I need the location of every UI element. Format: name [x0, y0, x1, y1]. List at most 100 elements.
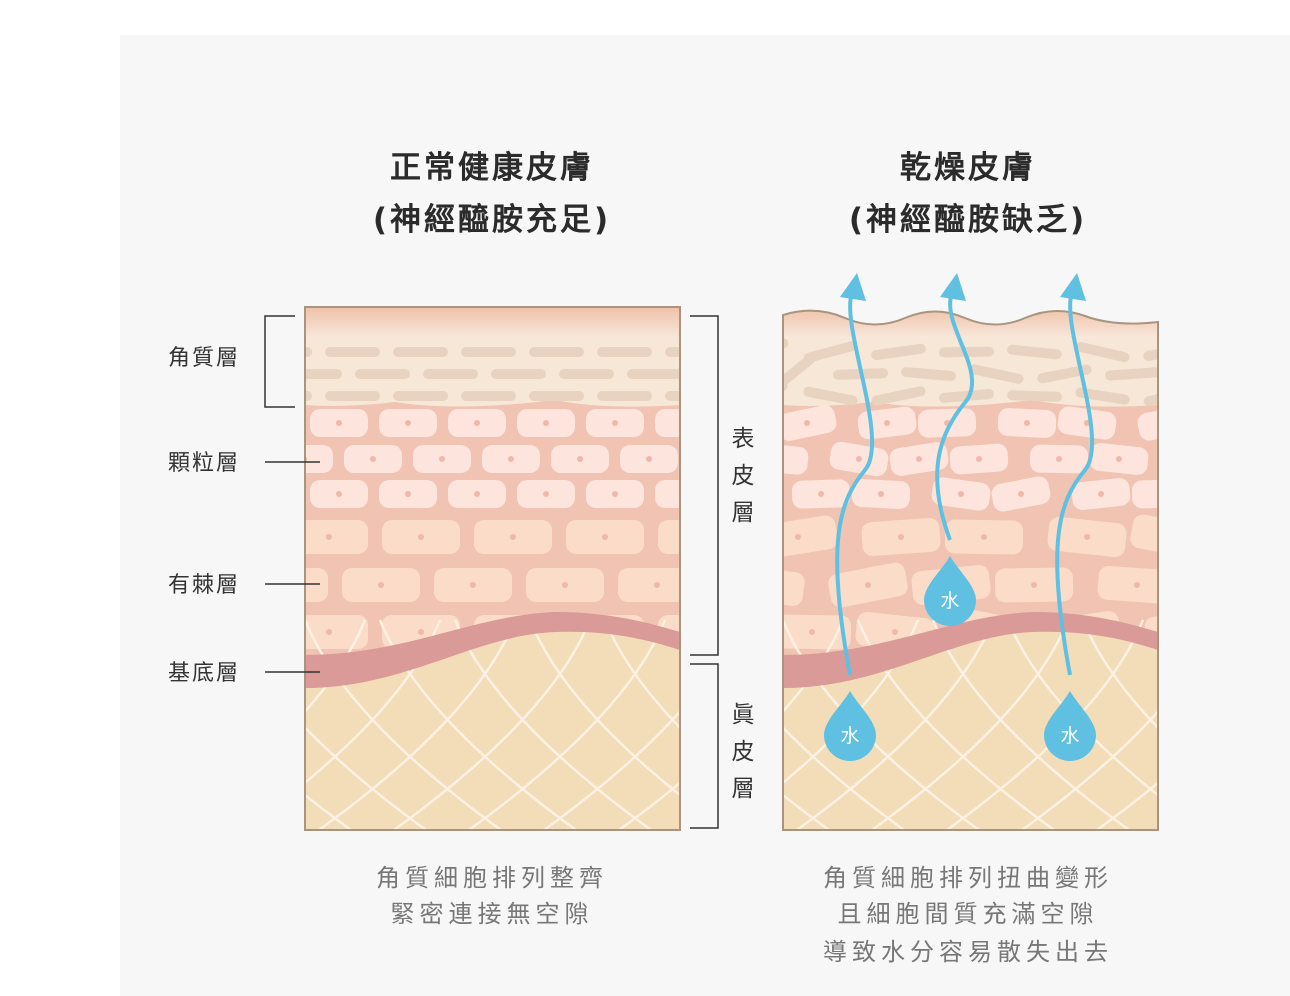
- water-drop-icon: [824, 691, 876, 761]
- basal-layer: [305, 612, 680, 688]
- epidermal-cell: [1137, 405, 1158, 441]
- label-corneum: 角質層: [168, 346, 240, 371]
- cell-nucleus: [654, 582, 660, 588]
- cell-nucleus: [1167, 534, 1173, 540]
- epidermal-cell: [1131, 479, 1158, 509]
- cell-nucleus: [762, 582, 768, 588]
- cell-nucleus: [336, 491, 342, 497]
- dermis-bracket: [690, 663, 719, 829]
- cell-nucleus: [1181, 629, 1187, 635]
- water-drop-icon: [924, 556, 976, 626]
- epidermal-cell: [305, 568, 328, 602]
- cell-nucleus: [1116, 456, 1122, 462]
- dermis-label-3: 層: [732, 776, 755, 802]
- corneum-cell: [783, 338, 789, 366]
- cell-nucleus: [1164, 420, 1170, 426]
- cell-nucleus: [646, 456, 652, 462]
- cell-nucleus: [809, 629, 815, 635]
- cell-nucleus: [474, 420, 480, 426]
- cell-nucleus: [378, 582, 384, 588]
- cell-nucleus: [884, 420, 890, 426]
- corneum-cell: [305, 391, 312, 401]
- cell-nucleus: [976, 456, 982, 462]
- cell-nucleus: [612, 420, 618, 426]
- cell-nucleus: [898, 534, 904, 540]
- corneum-cell: [461, 391, 516, 401]
- dry-skin-border: [782, 309, 1159, 831]
- corneum-cell: [1211, 388, 1267, 405]
- corneum-cell: [325, 347, 380, 357]
- arrow-head-icon: [840, 273, 866, 301]
- cell-nucleus: [694, 534, 700, 540]
- cell-nucleus: [681, 491, 687, 497]
- epidermal-cell: [783, 564, 805, 606]
- corneum-cell: [461, 347, 516, 357]
- normal-skin-cross-section: [305, 307, 788, 830]
- cell-nucleus: [694, 629, 700, 635]
- water-loss-arrows: 水水水: [824, 273, 1096, 761]
- corneum-cell: [939, 388, 994, 403]
- cell-nucleus: [878, 491, 884, 497]
- cell-nucleus: [981, 534, 987, 540]
- corneum-cell: [305, 369, 342, 379]
- epidermal-cell: [1227, 614, 1290, 651]
- cell-nucleus: [1134, 582, 1140, 588]
- cell-nucleus: [1217, 582, 1223, 588]
- corneum-cell: [665, 347, 680, 357]
- cell-nucleus: [543, 420, 549, 426]
- cell-nucleus: [405, 420, 411, 426]
- dry-skin-title: 乾燥皮膚: [900, 150, 1036, 186]
- epidermal-cell: [710, 568, 788, 602]
- corneum-cell: [1143, 343, 1158, 361]
- epidermal-cell: [1232, 515, 1290, 560]
- arrow-head-icon: [1060, 273, 1086, 301]
- cell-nucleus: [370, 456, 376, 462]
- corneum-cell: [871, 386, 926, 406]
- corneum-cell: [1007, 344, 1062, 360]
- corneum-cell: [393, 347, 448, 357]
- epidermal-cell: [655, 480, 680, 508]
- cell-nucleus: [602, 534, 608, 540]
- cell-nucleus: [865, 582, 871, 588]
- corneum-cell: [1037, 364, 1092, 384]
- cell-nucleus: [470, 582, 476, 588]
- cell-nucleus: [577, 456, 583, 462]
- epidermal-cell: [305, 615, 368, 649]
- corneum-cell: [803, 386, 858, 406]
- corneum-cell: [325, 391, 380, 401]
- label-granular: 顆粒層: [168, 451, 240, 476]
- cell-nucleus: [508, 456, 514, 462]
- cell-nucleus: [1264, 629, 1270, 635]
- corneum-cell: [305, 347, 312, 357]
- corneum-cell: [1075, 387, 1130, 405]
- corneum-cell: [969, 364, 1024, 384]
- corneum-cell: [1241, 364, 1290, 383]
- cell-nucleus: [405, 491, 411, 497]
- corneum-cell: [803, 341, 858, 363]
- cell-nucleus: [439, 456, 445, 462]
- cell-nucleus: [795, 534, 801, 540]
- cell-nucleus: [746, 582, 752, 588]
- corneum-cell: [783, 380, 788, 411]
- epidermal-cell: [655, 409, 680, 437]
- corneum-cell: [1211, 346, 1266, 359]
- corneum-cell: [423, 369, 478, 379]
- cell-nucleus: [818, 491, 824, 497]
- corneum-cell: [1075, 342, 1130, 363]
- corneum-cell: [695, 369, 750, 379]
- corneum-cell: [529, 391, 584, 401]
- cell-nucleus: [681, 420, 687, 426]
- dermis-label-1: 眞: [732, 702, 755, 728]
- cell-nucleus: [543, 491, 549, 497]
- epidermis-bracket: [690, 315, 719, 656]
- epidermis-label-2: 皮: [732, 463, 755, 489]
- normal-caption-2: 緊密連接無空隙: [391, 900, 594, 928]
- epidermal-cell: [1179, 562, 1261, 608]
- corneum-cell: [559, 369, 614, 379]
- cell-nucleus: [1084, 534, 1090, 540]
- cell-nucleus: [1018, 491, 1024, 497]
- cell-nucleus: [1031, 582, 1037, 588]
- cell-nucleus: [776, 456, 782, 462]
- cell-nucleus: [916, 456, 922, 462]
- corneum-cell: [1173, 368, 1228, 381]
